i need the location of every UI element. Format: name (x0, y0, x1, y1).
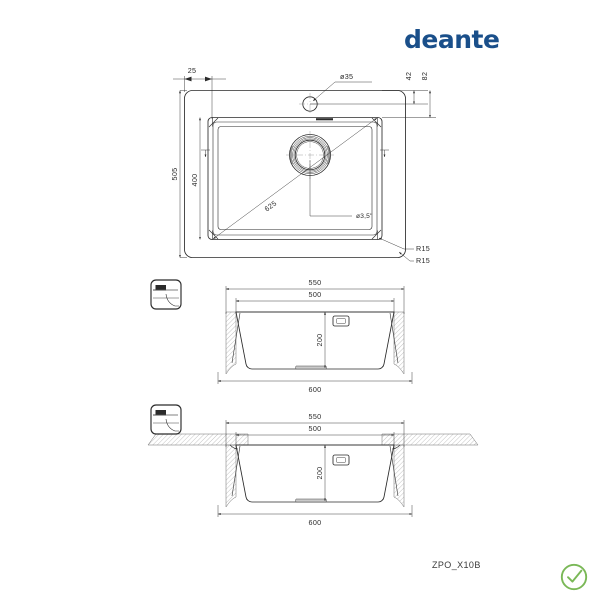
under-right-worktop-slab (381, 433, 479, 446)
dim-overall-height-group: 505 (170, 90, 187, 258)
dim-right-group: 42 82 (310, 72, 436, 118)
top-view-group: 625 ø3,5" ø35 505 40 (170, 66, 436, 265)
under-right-support-hatch (393, 444, 405, 508)
drain-size-leader: ø3,5" (309, 160, 373, 220)
dim-bowl-height: 400 (190, 174, 199, 187)
dim-flange-depth: 82 (420, 72, 429, 81)
dim-flush-overall-width: 600 (309, 385, 322, 394)
dim-flush-cutout-width: 550 (309, 278, 322, 287)
dim-flush-bowl-width: 500 (309, 290, 322, 299)
dim-under-bowl-width: 500 (309, 424, 322, 433)
dim-drain-diameter: ø3,5" (356, 213, 373, 220)
dim-left-offset-group: 25 (173, 66, 226, 119)
top-view-bowl-rim (207, 117, 383, 240)
undermount-section-group: 550 500 200 600 (147, 404, 479, 527)
dim-flush-depth-group: 200 (315, 312, 326, 368)
circle-check-icon (560, 563, 588, 591)
flush-drain-outlet (295, 365, 327, 370)
dim-under-depth-group: 200 (315, 445, 326, 501)
flush-left-worktop-hatch (225, 311, 237, 375)
flush-right-inner-wall (389, 312, 399, 364)
under-overflow-port-inner (336, 457, 346, 463)
brand-logo: deante (398, 24, 500, 54)
dim-overall-height: 505 (170, 168, 179, 181)
dim-under-depth: 200 (315, 467, 324, 480)
flush-mount-icon (150, 279, 182, 310)
under-bowl-outline (235, 444, 395, 503)
undermount-icon (150, 404, 182, 435)
dim-under-cutout-group: 550 (225, 412, 405, 447)
dim-bowl-height-group: 400 (190, 117, 201, 240)
brand-name: deante (404, 24, 500, 54)
under-overflow-port (332, 454, 350, 466)
dim-under-overall-width: 600 (309, 518, 322, 527)
flush-section-group: 550 500 200 600 (150, 278, 413, 394)
flush-overflow-port-inner (336, 318, 346, 324)
dim-under-bowl-group: 500 (235, 424, 395, 447)
dim-under-cutout-width: 550 (309, 412, 322, 421)
flush-right-worktop-hatch (393, 311, 405, 375)
diagonal-dimension: 625 (212, 117, 378, 240)
top-view-bowl-floor (217, 126, 373, 230)
dim-under-overall-group: 600 (217, 505, 413, 527)
dim-flush-cutout-group: 550 (225, 278, 405, 314)
under-right-inner-wall (389, 445, 399, 497)
top-view-outer-outline (184, 90, 406, 258)
under-left-worktop-slab (147, 433, 249, 446)
product-code: ZPO_X10B (432, 560, 481, 570)
dim-radius-outer: R15 (416, 256, 430, 265)
under-right-clip (391, 444, 401, 450)
under-left-support-hatch (225, 444, 237, 508)
under-left-clip (229, 444, 239, 450)
top-view-overflow-slot (316, 118, 333, 121)
flush-left-inner-wall (231, 312, 241, 364)
radius-callouts: R15 R15 (378, 237, 430, 265)
top-view-inner-ticks (201, 149, 389, 157)
tap-hole-leader: ø35 (312, 72, 372, 102)
dim-radius-inner: R15 (416, 244, 430, 253)
under-drain-outlet (295, 498, 327, 503)
flush-bowl-outline (235, 311, 395, 370)
dim-left-offset: 25 (188, 66, 197, 75)
flush-overflow-port (332, 315, 350, 327)
dim-tap-from-back: 42 (404, 72, 413, 81)
dim-flush-overall-group: 600 (217, 372, 413, 394)
under-left-inner-wall (231, 445, 241, 497)
dim-tap-hole-diameter: ø35 (340, 72, 353, 81)
dim-flush-bowl-group: 500 (235, 290, 395, 314)
dim-flush-depth: 200 (315, 334, 324, 347)
